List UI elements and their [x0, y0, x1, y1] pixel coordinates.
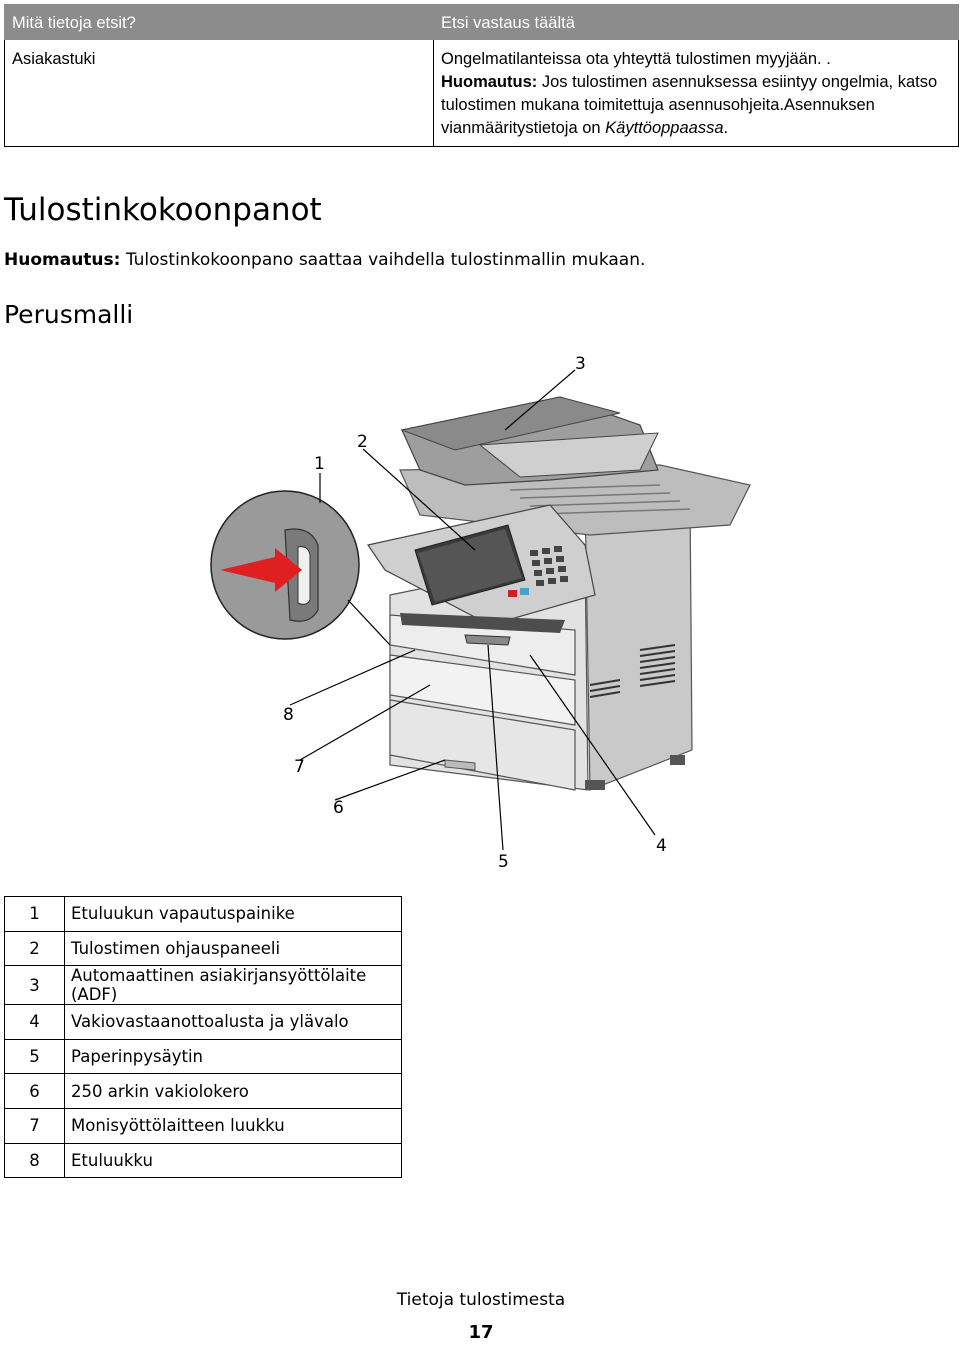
mp-feeder-door — [389, 654, 576, 726]
info-table: Mitä tietoja etsit? Etsi vastaus täältä … — [4, 4, 959, 147]
legend-num: 1 — [4, 896, 65, 932]
callout-lines — [289, 369, 656, 851]
callout-8: 8 — [283, 705, 294, 725]
callout-2: 2 — [357, 432, 368, 452]
legend-num: 2 — [4, 930, 65, 967]
output-slot — [400, 613, 565, 633]
header-answer: Etsi vastaus täältä — [433, 4, 959, 40]
callout-5: 5 — [498, 852, 509, 872]
side-vent-lower — [589, 679, 621, 698]
note-text: Jos tulostimen asennuksessa esiintyy ong… — [441, 73, 938, 137]
red-arrow-icon — [220, 548, 302, 592]
legend-label: Vakiovastaanottoalusta ja ylävalo — [64, 1004, 402, 1040]
row-answer: Ongelmatilanteissa ota yhteyttä tulostim… — [433, 39, 959, 147]
adf-tray — [478, 432, 659, 478]
section-title: Tulostinkokoonpanot — [4, 192, 322, 228]
legend-num: 4 — [4, 1004, 65, 1040]
page-number: 17 — [468, 1322, 494, 1343]
zoom-button-face — [297, 546, 311, 605]
row-label: Asiakastuki — [4, 39, 434, 147]
note-end: . — [723, 119, 729, 137]
header-question: Mitä tietoja etsit? — [4, 4, 434, 40]
legend-num: 6 — [4, 1073, 65, 1109]
info-table-header: Mitä tietoja etsit? Etsi vastaus täältä — [4, 4, 959, 40]
legend-label: Tulostimen ohjauspaneeli — [64, 930, 402, 967]
printer-illustration: 1 2 3 4 5 6 7 8 — [190, 345, 770, 875]
subsection-title: Perusmalli — [4, 300, 134, 329]
note-label: Huomautus: — [441, 73, 538, 91]
answer-line: Ongelmatilanteissa ota yhteyttä tulostim… — [441, 50, 831, 68]
legend-num: 8 — [4, 1142, 65, 1179]
stop-button — [508, 590, 517, 597]
keypad — [530, 546, 568, 586]
printer-foot-right — [670, 755, 685, 765]
side-vent — [639, 644, 676, 687]
section-note-text: Tulostinkokoonpano saattaa vaihdella tul… — [125, 250, 646, 270]
paper-stop — [464, 634, 511, 646]
info-table-row: Asiakastuki Ongelmatilanteissa ota yhtey… — [4, 39, 959, 147]
legend-label: Monisyöttölaitteen luukku — [64, 1107, 402, 1144]
legend-label: Paperinpysäytin — [64, 1038, 402, 1075]
legend-num: 7 — [4, 1107, 65, 1144]
section-note-label: Huomautus: — [4, 250, 121, 270]
footer-title: Tietoja tulostimesta — [396, 1290, 566, 1310]
printer-side — [584, 494, 693, 791]
zoom-leader — [347, 599, 391, 646]
tray-handle — [444, 759, 476, 771]
printer-foot — [585, 780, 605, 790]
answer-note: Huomautus: Jos tulostimen asennuksessa e… — [441, 71, 951, 140]
legend-label: Etuluukku — [64, 1142, 402, 1179]
note-italic: Käyttöoppaassa — [605, 119, 724, 137]
section-note: Huomautus: Tulostinkokoonpano saattaa va… — [4, 250, 645, 270]
legend-label: Automaattinen asiakirjansyöttölaite (ADF… — [64, 965, 402, 1006]
callout-6: 6 — [333, 798, 344, 818]
start-button — [520, 588, 529, 595]
callout-3: 3 — [575, 354, 586, 374]
callout-1: 1 — [314, 454, 325, 474]
callout-7: 7 — [294, 757, 305, 777]
callout-4: 4 — [656, 836, 667, 856]
legend-num: 5 — [4, 1038, 65, 1075]
panel-display-glass — [418, 529, 522, 602]
legend-label: 250 arkin vakiolokero — [64, 1073, 402, 1109]
printer-drawing: 1 2 3 4 5 6 7 8 — [210, 354, 751, 872]
legend-label: Etuluukun vapautuspainike — [64, 896, 402, 932]
adf-top — [400, 396, 621, 451]
legend-num: 3 — [4, 965, 65, 1006]
scanner-lines — [509, 484, 691, 515]
paper-tray — [389, 699, 576, 791]
